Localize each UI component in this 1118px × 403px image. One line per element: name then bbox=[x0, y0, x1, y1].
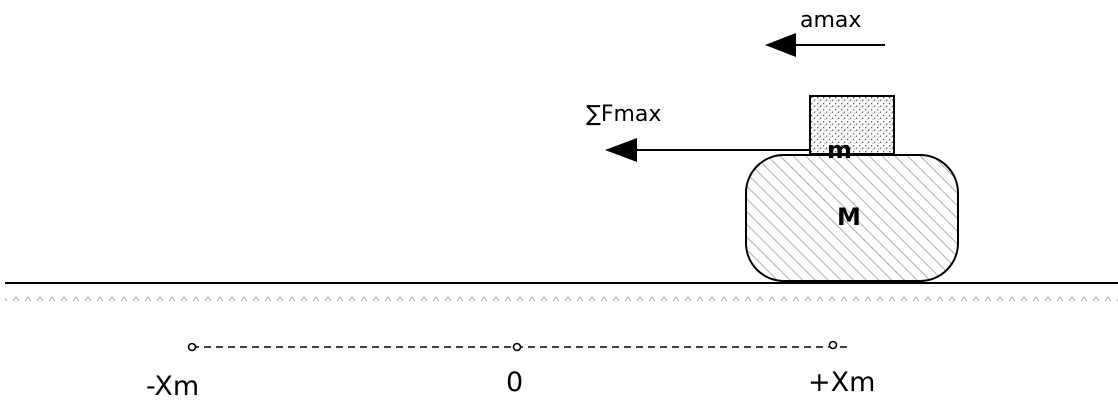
small-block-label: m bbox=[827, 136, 852, 164]
axis-label-right: +Xm bbox=[808, 367, 875, 398]
position-marker-left bbox=[187, 342, 197, 352]
accel-arrow-head bbox=[765, 33, 796, 57]
position-marker-center bbox=[512, 342, 522, 352]
accel-label: amax bbox=[800, 8, 861, 33]
ground-texture bbox=[5, 288, 1118, 310]
axis-label-left: -Xm bbox=[146, 371, 199, 402]
force-label: ∑Fmax bbox=[586, 102, 661, 127]
axis-label-center: 0 bbox=[506, 367, 523, 398]
large-block-label: M bbox=[837, 203, 861, 231]
force-arrow-head bbox=[605, 138, 637, 162]
small-block bbox=[809, 95, 895, 155]
position-marker-right bbox=[828, 340, 838, 350]
